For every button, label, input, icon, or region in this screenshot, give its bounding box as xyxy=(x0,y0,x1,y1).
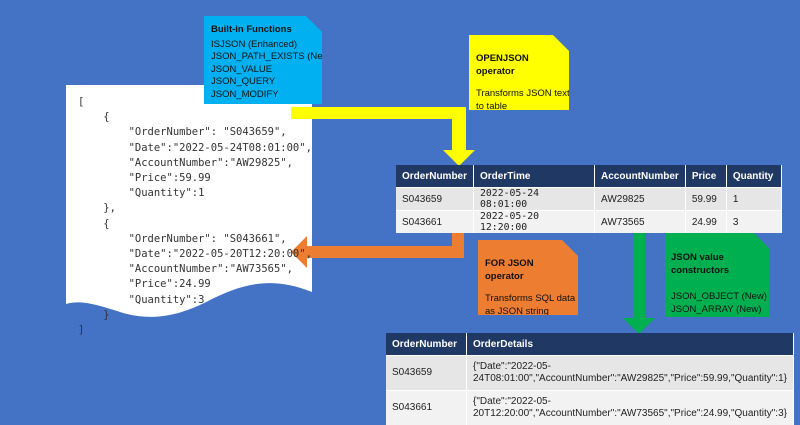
table-cell: S043661 xyxy=(386,391,467,425)
col-header: AccountNumber xyxy=(595,165,686,188)
table-cell: S043661 xyxy=(396,211,474,234)
constructors-title-line: constructors xyxy=(671,265,763,278)
table-cell: 2022-05-24 08:01:00 xyxy=(474,188,595,211)
forjson-line: Transforms SQL data xyxy=(485,293,572,306)
details-line: {"Date":"2022-05- xyxy=(473,361,787,373)
builtin-item: JSON_MODIFY xyxy=(211,89,316,102)
details-line: 20T12:20:00","AccountNumber":"AW73565","… xyxy=(473,408,787,420)
table-cell: AW73565 xyxy=(595,211,686,234)
constructors-title: JSON value constructors xyxy=(671,252,763,277)
col-header: OrderDetails xyxy=(467,333,794,356)
table-row: S043659 {"Date":"2022-05- 24T08:01:00","… xyxy=(386,356,793,391)
table-row: S043661 2022-05-20 12:20:00 AW73565 24.9… xyxy=(396,211,781,234)
openjson-line: Transforms JSON text xyxy=(476,88,563,101)
constructor-item: JSON_OBJECT (New) xyxy=(671,291,763,304)
builtin-item: JSON_VALUE xyxy=(211,64,316,77)
json-document-text: [ { "OrderNumber": "S043659", "Date":"20… xyxy=(78,95,308,338)
table-cell: {"Date":"2022-05- 24T08:01:00","AccountN… xyxy=(467,356,794,391)
builtin-item: ISJSON (Enhanced) xyxy=(211,39,316,52)
arrow-openjson xyxy=(291,107,475,166)
table-cell: S043659 xyxy=(396,188,474,211)
table-cell: 3 xyxy=(726,211,781,234)
constructors-note: JSON value constructors JSON_OBJECT (New… xyxy=(665,232,769,317)
col-header: OrderNumber xyxy=(386,333,467,356)
arrow-constructors xyxy=(623,226,655,334)
table-row: S043661 {"Date":"2022-05- 20T12:20:00","… xyxy=(386,391,793,425)
builtin-item: JSON_PATH_EXISTS (New) xyxy=(211,51,316,64)
openjson-title: OPENJSON operator xyxy=(476,53,563,78)
col-header: OrderTime xyxy=(474,165,595,188)
details-line: 24T08:01:00","AccountNumber":"AW29825","… xyxy=(473,373,787,385)
table-header-row: OrderNumber OrderDetails xyxy=(386,333,793,356)
table-cell: 24.99 xyxy=(685,211,726,234)
table-row: S043659 2022-05-24 08:01:00 AW29825 59.9… xyxy=(396,188,781,211)
col-header: Quantity xyxy=(726,165,781,188)
col-header: Price xyxy=(685,165,726,188)
openjson-note: OPENJSON operator Transforms JSON text t… xyxy=(469,35,569,110)
table-cell: {"Date":"2022-05- 20T12:20:00","AccountN… xyxy=(467,391,794,425)
constructors-title-line: JSON value xyxy=(671,252,763,265)
table-cell: 1 xyxy=(726,188,781,211)
constructor-item: JSON_ARRAY (New) xyxy=(671,304,763,317)
builtin-functions-note: Built-in Functions ISJSON (Enhanced) JSO… xyxy=(204,16,322,104)
builtin-functions-title: Built-in Functions xyxy=(211,24,316,37)
table-cell: S043659 xyxy=(386,356,467,391)
table-cell: AW29825 xyxy=(595,188,686,211)
table-cell: 2022-05-20 12:20:00 xyxy=(474,211,595,234)
orders-table: OrderNumber OrderTime AccountNumber Pric… xyxy=(396,165,782,233)
table-cell: 59.99 xyxy=(685,188,726,211)
builtin-item: JSON_QUERY xyxy=(211,76,316,89)
details-line: {"Date":"2022-05- xyxy=(473,396,787,408)
forjson-note: FOR JSON operator Transforms SQL data as… xyxy=(478,240,578,315)
table-header-row: OrderNumber OrderTime AccountNumber Pric… xyxy=(396,165,781,188)
order-details-table: OrderNumber OrderDetails S043659 {"Date"… xyxy=(386,333,794,425)
forjson-title: FOR JSON operator xyxy=(485,258,572,283)
col-header: OrderNumber xyxy=(396,165,474,188)
